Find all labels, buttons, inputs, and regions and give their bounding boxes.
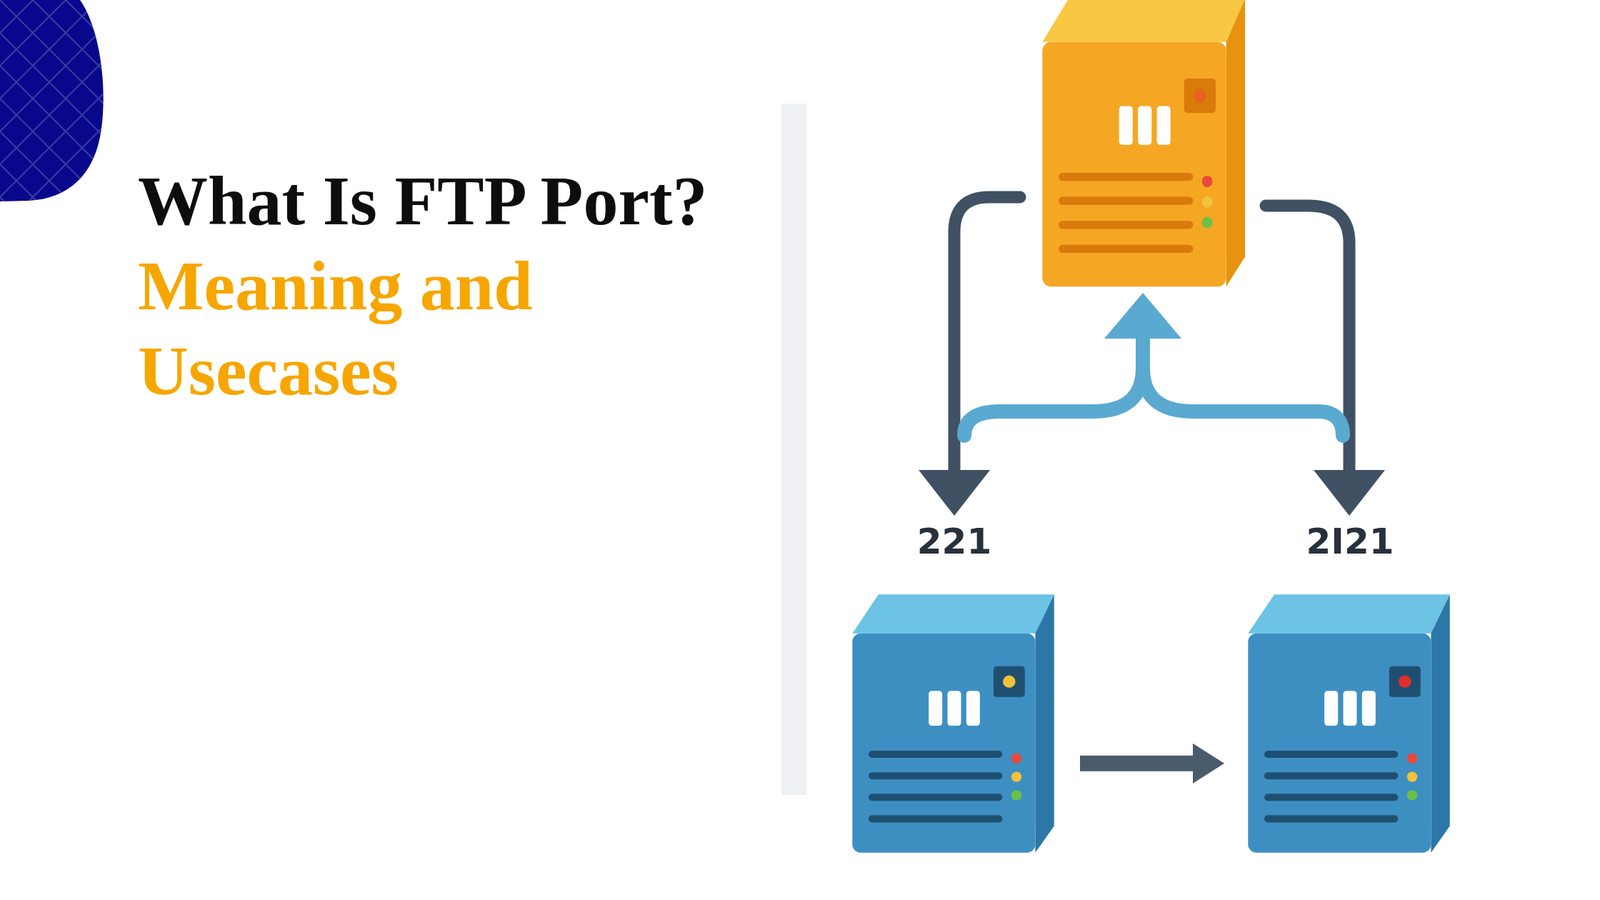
drive-bar <box>1119 105 1133 145</box>
drive-bar <box>1342 690 1357 726</box>
grill-line <box>872 750 999 758</box>
grill-line <box>872 815 999 823</box>
drive-bar <box>1157 105 1171 145</box>
bracket-arrows <box>954 197 1350 473</box>
drive-bar <box>1324 690 1338 726</box>
drive-bar <box>966 690 980 726</box>
blob-pattern <box>0 0 104 202</box>
led <box>1407 771 1418 782</box>
arrow-head <box>918 470 990 516</box>
grill-line <box>1267 750 1395 758</box>
led <box>1202 175 1213 188</box>
status-light <box>1002 675 1016 688</box>
status-light <box>1398 675 1412 688</box>
led <box>1011 790 1023 800</box>
drive-bar <box>1362 690 1376 726</box>
grill-line <box>1267 772 1395 780</box>
grill-line <box>1062 172 1190 181</box>
merge-arrow <box>964 335 1343 436</box>
transfer-arrow <box>1080 755 1193 772</box>
port-number: 221 <box>847 520 1062 563</box>
cube-top <box>852 594 1054 633</box>
grill-line <box>872 793 999 801</box>
cube-front <box>1042 42 1226 287</box>
led <box>1011 753 1023 764</box>
cube-side <box>1226 0 1245 287</box>
led <box>1011 771 1023 782</box>
led <box>1407 790 1418 800</box>
grill-line <box>1267 815 1395 823</box>
status-panel <box>1389 666 1421 698</box>
drive-bar <box>1137 105 1152 145</box>
server-node: 2I21 <box>1242 520 1458 856</box>
cube-top <box>1247 594 1450 633</box>
drive-bar <box>928 690 943 726</box>
cube-side <box>1035 594 1054 853</box>
grill-line <box>1062 220 1190 229</box>
status-light <box>1193 88 1207 103</box>
grill-line <box>1267 793 1395 801</box>
server-cube <box>847 584 1062 856</box>
cube-front <box>1247 633 1431 853</box>
drive-bar <box>947 690 961 726</box>
grill-line <box>872 772 999 780</box>
cube-side <box>1430 594 1450 853</box>
led <box>1407 753 1418 764</box>
heading: What Is FTP Port?Meaning and Usecases <box>137 158 710 414</box>
grill-line <box>1062 197 1190 205</box>
server-node: 221 <box>847 520 1062 856</box>
led <box>1202 217 1213 229</box>
cube-front <box>852 633 1035 853</box>
corner-blob <box>0 0 104 202</box>
cube-top <box>1042 0 1245 43</box>
led <box>1202 196 1213 208</box>
arrow-head <box>1104 292 1182 339</box>
subtitle: Meaning and Usecases <box>137 243 710 414</box>
status-panel <box>1184 78 1216 113</box>
divider-bar <box>781 103 807 795</box>
title: What Is FTP Port? <box>137 158 710 244</box>
status-panel <box>993 666 1025 698</box>
arrow-head <box>1313 470 1385 516</box>
server-cube <box>1042 0 1245 287</box>
server-cube <box>1242 584 1458 856</box>
port-number: 2I21 <box>1242 520 1458 563</box>
grill-line <box>1062 245 1190 253</box>
